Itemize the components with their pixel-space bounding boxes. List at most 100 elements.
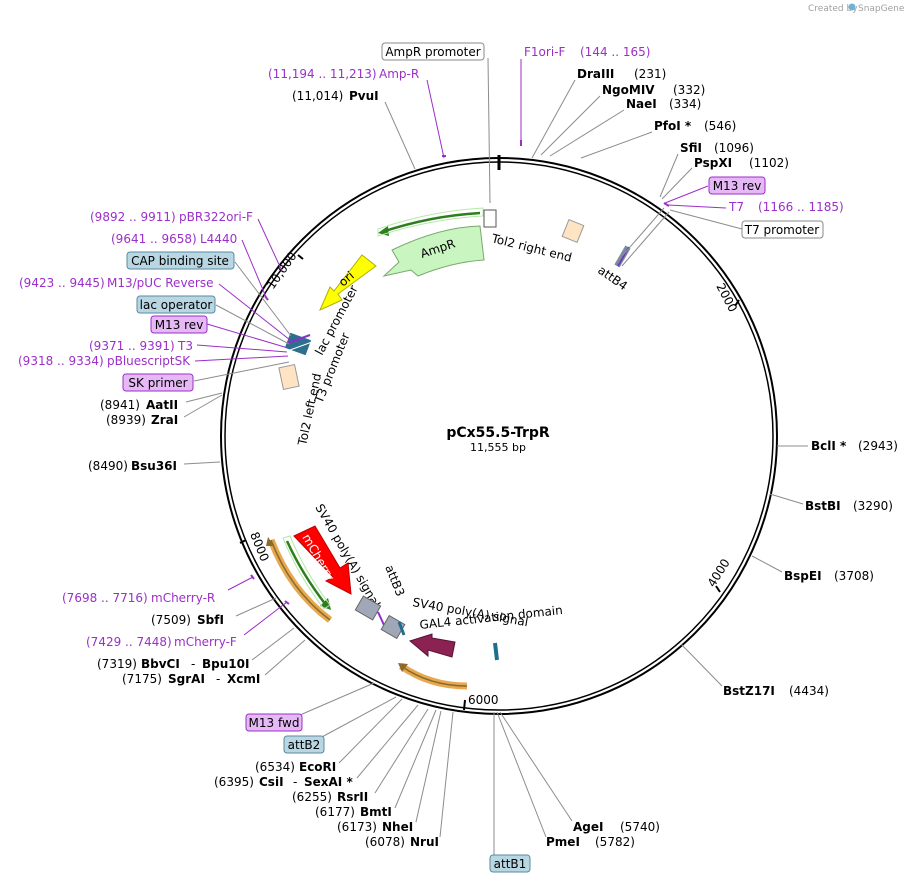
sv40-orf-arrow [270, 539, 331, 621]
nhei-lead [415, 710, 442, 823]
rsrii-name: RsrII [337, 790, 368, 804]
mcherryr-primer-mark [250, 574, 255, 580]
bmti-name: BmtI [360, 805, 392, 819]
l4440-primer-range: (9641 .. 9658) [111, 232, 197, 246]
sexai-name: SexAI * [304, 775, 353, 789]
t7-primer-range: (1166 .. 1185) [758, 200, 844, 214]
bstbi-lead [769, 493, 804, 505]
sv40-right-block-feature[interactable] [380, 614, 406, 640]
zrai-lead [183, 394, 223, 418]
draiii-name: DraIII [577, 67, 614, 81]
pbr322-primer-name: pBR322ori-F [179, 210, 253, 224]
pbluescript-primer-range: (9318 .. 9334) [18, 354, 104, 368]
attb3-label: attB3 [382, 563, 407, 599]
skprimer-lead [193, 361, 290, 382]
sfii-pos: (1096) [714, 141, 754, 155]
ampr-promoter-feature[interactable] [483, 209, 497, 228]
attb4-feature[interactable] [614, 245, 631, 268]
sbfi-lead [235, 597, 277, 617]
tol2-right-end-label: Tol2 right end [489, 231, 573, 265]
ampr-primer-name: Amp-R [379, 67, 419, 81]
sbfi-pos: (7509) [151, 613, 191, 627]
mcherryf-primer-range: (7429 .. 7448) [86, 635, 172, 649]
f1ori-primer-range: (144 .. 165) [580, 45, 650, 59]
mcherryf-primer-name: mCherry-F [174, 635, 237, 649]
attb1-box-label: attB1 [494, 857, 527, 871]
zrai-pos: (8939) [106, 413, 146, 427]
mcherry-orf-frame [282, 535, 331, 610]
ampr-orf-frame [377, 207, 484, 237]
ori-feature[interactable] [319, 254, 377, 311]
attb1-feature[interactable] [493, 642, 499, 661]
m13rev-left-box-label: M13 rev [155, 318, 204, 332]
aatii-lead [185, 392, 223, 403]
ngomiv-lead [540, 95, 601, 156]
attb3-primer-mark [377, 611, 385, 626]
bcli-pos: (2943) [858, 439, 898, 453]
pbr322-primer-range: (9892 .. 9911) [90, 210, 176, 224]
tol2-right-end-feature[interactable] [561, 219, 585, 243]
bottom-orf-arrow [400, 665, 468, 687]
pbluescript-lead [194, 355, 289, 362]
naei-name: NaeI [626, 97, 657, 111]
pmei-pos: (5782) [595, 835, 635, 849]
m13rev-left-box[interactable] [150, 315, 208, 334]
attb1-box[interactable] [489, 854, 531, 873]
m13fwd-box-label: M13 fwd [249, 716, 300, 730]
ampr-promoter-box[interactable] [381, 42, 485, 61]
lac-operator-box[interactable] [136, 295, 216, 314]
mcherryr-primer-name: mCherry-R [151, 591, 215, 605]
lac-cluster-divider [289, 341, 313, 351]
lac-operator-lead [215, 304, 290, 345]
aatii-pos: (8941) [100, 398, 140, 412]
bstz17i-lead [680, 643, 723, 687]
mcherry-feature[interactable] [293, 525, 352, 595]
mcherry-orf-arrow [285, 540, 327, 606]
m13rev-left-lead [206, 323, 289, 349]
tick-label-6000: 6000 [468, 693, 499, 707]
nrui-name: NruI [410, 835, 439, 849]
gal4-feature[interactable] [408, 633, 456, 658]
attb3-feature[interactable] [354, 595, 382, 621]
bbvci-name: BbvCI [141, 657, 180, 671]
m13rev-top-box[interactable] [708, 176, 766, 195]
pfoi-lead [580, 131, 653, 159]
cap-binding-site-box[interactable] [126, 251, 235, 270]
bbvci-pos: (7319) [97, 657, 137, 671]
skprimer-box[interactable] [122, 373, 194, 392]
sfii-name: SfiI [680, 141, 702, 155]
t7-promoter-box[interactable] [741, 220, 824, 239]
bspei-pos: (3708) [834, 569, 874, 583]
bottom-orf-band [399, 663, 468, 690]
csii-separator: - [293, 775, 297, 789]
m13rev-top-box-label: M13 rev [713, 179, 762, 193]
l4440-lead [241, 239, 267, 298]
naei-pos: (334) [669, 97, 701, 111]
xcmi-name: XcmI [227, 672, 260, 686]
attb2-box[interactable] [283, 735, 325, 754]
nhei-pos: (6173) [337, 820, 377, 834]
t7-primer-name: T7 [728, 200, 744, 214]
t7-promoter-lead [669, 209, 743, 230]
plasmid-name: pCx55.5-TrpR [446, 425, 550, 441]
bmti-lead [394, 709, 437, 809]
sbfi-name: SbfI [197, 613, 224, 627]
pvui-pos: (11,014) [292, 89, 343, 103]
bspei-lead [751, 555, 783, 573]
bspei-name: BspEI [784, 569, 822, 583]
sv40-orf-head-icon [266, 537, 274, 546]
t7-promoter-box-label: T7 promoter [744, 223, 820, 237]
t7-primer-mark [663, 202, 670, 207]
snapgene-logo-icon [848, 3, 856, 11]
m13fwd-box[interactable] [245, 713, 303, 732]
pbr322-lead [257, 218, 283, 272]
pfoi-pos: (546) [704, 119, 736, 133]
ampr-feature[interactable] [382, 225, 485, 277]
bbvci-separator: - [191, 657, 195, 671]
cap-lead [234, 261, 292, 337]
bbvci-lead [251, 627, 295, 661]
tol2-left-end-feature[interactable] [278, 363, 300, 391]
m13puc-primer-range: (9423 .. 9445) [19, 276, 105, 290]
m13rev-top-lead [664, 185, 709, 204]
csii-pos: (6395) [214, 775, 254, 789]
